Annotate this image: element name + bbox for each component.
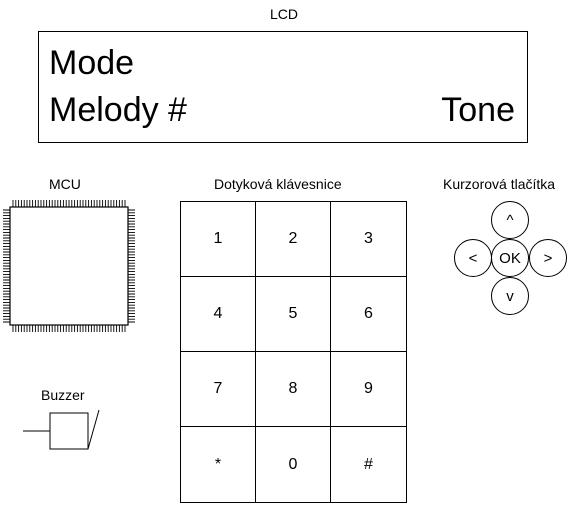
key-0[interactable]: 0 — [256, 427, 331, 502]
key-9[interactable]: 9 — [331, 352, 406, 427]
lcd-line1-text: Mode — [49, 44, 135, 82]
lcd-title: LCD — [269, 6, 298, 22]
key-5[interactable]: 5 — [256, 277, 331, 352]
keypad-title: Dotyková klávesnice — [214, 176, 342, 192]
key-7[interactable]: 7 — [181, 352, 256, 427]
key-6[interactable]: 6 — [331, 277, 406, 352]
key-8[interactable]: 8 — [256, 352, 331, 427]
key-hash[interactable]: # — [364, 455, 373, 473]
key-3[interactable]: 3 — [331, 202, 406, 277]
mcu-chip-icon — [3, 200, 135, 332]
lcd-line2-right-text: Tone — [441, 91, 515, 129]
touch-keypad: 1 2 3 4 5 6 7 8 9 * 0 # — [180, 201, 407, 503]
buzzer-icon — [23, 409, 100, 450]
key-star[interactable]: * — [181, 427, 256, 502]
cursor-buttons-title: Kurzorová tlačítka — [443, 176, 556, 192]
cursor-ok-button[interactable]: OK — [491, 239, 529, 277]
cursor-up-button[interactable]: ^ — [491, 201, 529, 239]
key-2[interactable]: 2 — [256, 202, 331, 277]
cursor-down-button[interactable]: v — [491, 277, 529, 315]
lcd-line2-left-text: Melody # — [49, 91, 187, 129]
cursor-right-button[interactable]: > — [529, 239, 567, 277]
cursor-left-button[interactable]: < — [454, 239, 492, 277]
lcd-display: Mode Melody # Tone — [38, 31, 528, 143]
key-1[interactable]: 1 — [181, 202, 256, 277]
key-4[interactable]: 4 — [181, 277, 256, 352]
mcu-title: MCU — [49, 176, 81, 192]
buzzer-title: Buzzer — [41, 387, 85, 403]
